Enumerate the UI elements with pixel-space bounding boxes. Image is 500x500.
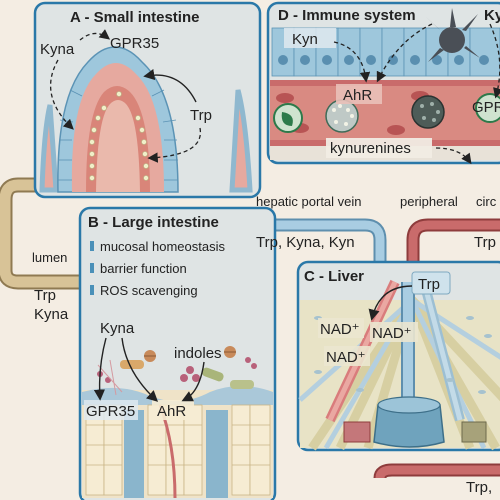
panel-a-kyna: Kyna	[40, 41, 75, 58]
panel-c-nad-1: NAD⁺	[320, 321, 360, 338]
panel-b-indoles: indoles	[174, 345, 222, 362]
benefit-item: mucosal homeostasis	[100, 239, 225, 254]
peripheral-vessel	[373, 218, 500, 479]
panel-b-ahr: AhR	[157, 403, 186, 420]
panel-c-nad-2: NAD⁺	[372, 325, 412, 342]
lumen-pipe	[0, 177, 88, 290]
lumen-label: lumen	[32, 250, 67, 265]
panel-d-gpr-cut: GPR	[472, 99, 500, 116]
panel-c-trp: Trp	[418, 276, 440, 293]
benefit-item: ROS scavenging	[100, 283, 198, 298]
panel-b-title: B - Large intestine	[88, 214, 219, 231]
benefit-list: mucosal homeostasis barrier function ROS…	[90, 239, 225, 298]
panel-d-ahr: AhR	[343, 87, 372, 104]
benefit-item: barrier function	[100, 261, 187, 276]
panel-immune-system: D - Immune system Ky Kyn AhR GPR kynuren…	[266, 1, 500, 165]
panel-b-kyna: Kyna	[100, 320, 135, 337]
panel-a-title: A - Small intestine	[70, 9, 199, 26]
hepatic-portal-vein	[258, 218, 387, 262]
panel-c-title: C - Liver	[304, 268, 364, 285]
panel-a-gpr35: GPR35	[110, 35, 159, 52]
lumen-trp: Trp	[34, 287, 56, 304]
panel-d-kynurenines: kynurenines	[330, 140, 411, 157]
circulation-label: circ	[476, 194, 497, 209]
panel-large-intestine: B - Large intestine mucosal homeostasis …	[78, 206, 277, 500]
hepatic-portal-vein-label: hepatic portal vein	[256, 194, 362, 209]
panel-d-title: D - Immune system	[278, 7, 416, 24]
panel-liver: C - Liver Trp NAD⁺ NAD⁺ NAD⁺	[296, 260, 500, 452]
panel-a-trp: Trp	[190, 107, 212, 124]
lumen-kyna: Kyna	[34, 306, 69, 323]
panel-d-kyn: Kyn	[292, 31, 318, 48]
panel-d-title-cut: Ky	[484, 7, 500, 24]
portal-vein-contents: Trp, Kyna, Kyn	[256, 234, 355, 251]
microbes	[97, 346, 257, 396]
panel-b-gpr35: GPR35	[86, 403, 135, 420]
panel-c-nad-3: NAD⁺	[326, 349, 366, 366]
panel-small-intestine: A - Small intestine Kyna GPR35 Trp	[33, 1, 262, 199]
peripheral-trp: Trp	[474, 234, 496, 251]
peripheral-label: peripheral	[400, 194, 458, 209]
bottom-trp-label: Trp,	[466, 479, 492, 496]
